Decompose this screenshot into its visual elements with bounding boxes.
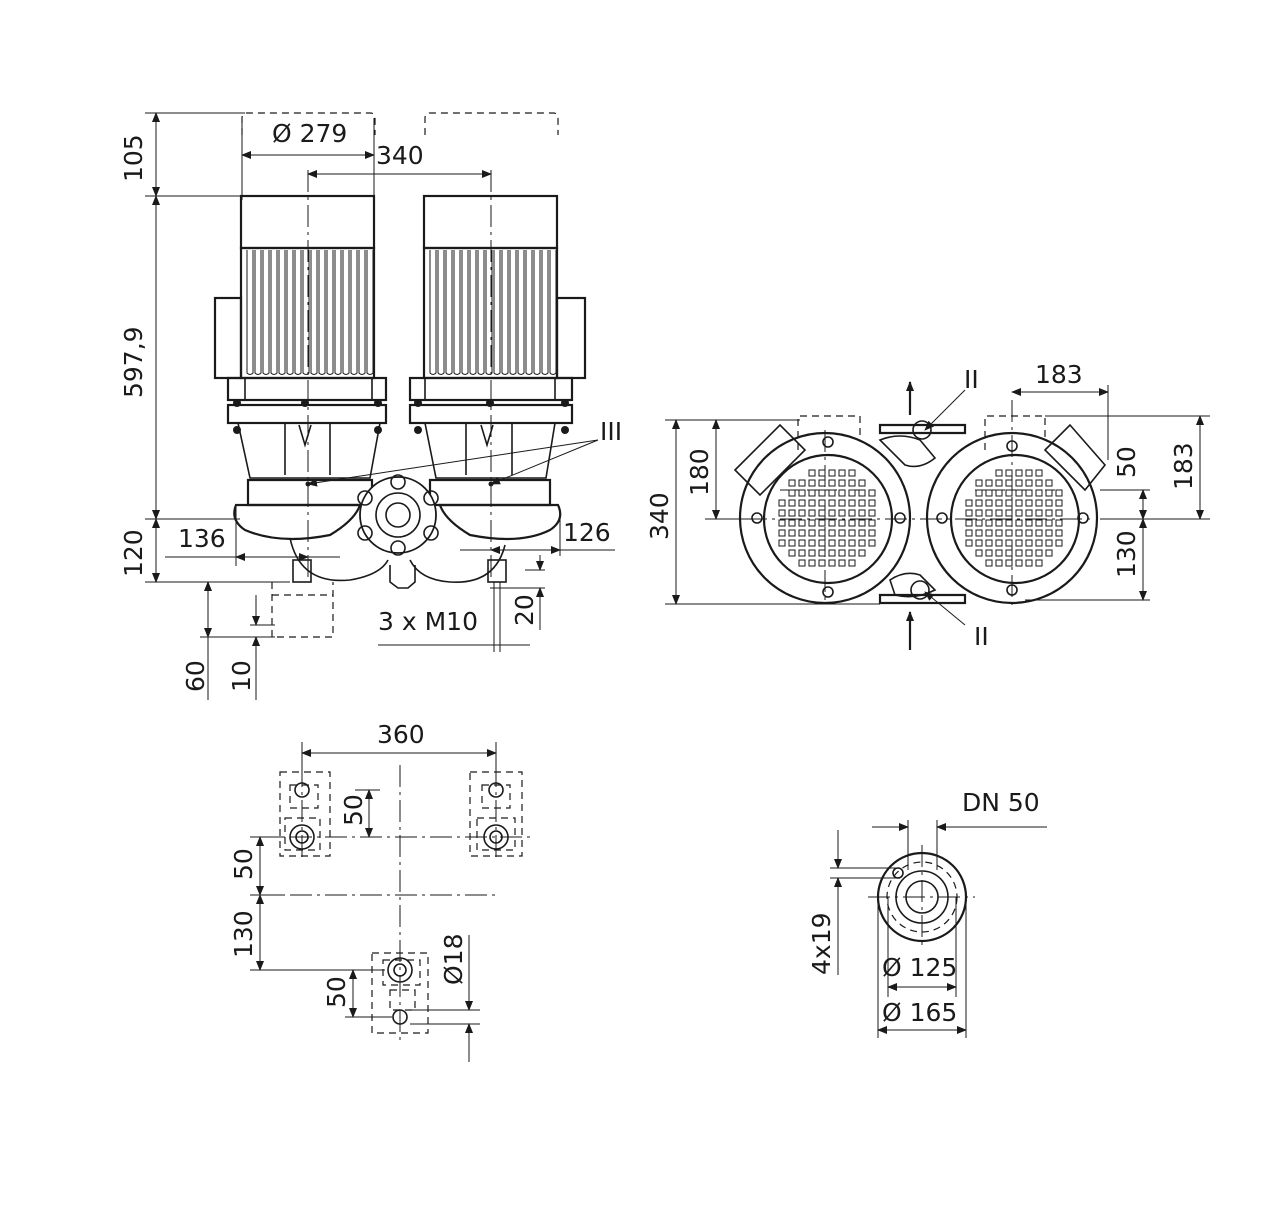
- dim-diameter-125: Ø 125: [882, 953, 957, 982]
- dim-126: 126: [563, 518, 611, 547]
- label-3xm10: 3 x M10: [378, 607, 478, 636]
- footprint-dimensions: 360 50 50 130 50 Ø18: [229, 720, 497, 1062]
- dim-50-a: 50: [339, 794, 368, 826]
- dim-130-right: 130: [1112, 530, 1141, 578]
- flange-detail: [868, 845, 975, 950]
- dim-diameter-165: Ø 165: [882, 998, 957, 1027]
- right-motor: [408, 194, 587, 402]
- flange-dimensions: DN 50 4x19 Ø 125 Ø 165: [807, 788, 1047, 1038]
- front-dimensions: Ø 279 340 105 597,9 120 136 126 60 10: [119, 112, 622, 700]
- dim-105: 105: [119, 134, 148, 182]
- footprint-view: [255, 765, 530, 1045]
- dim-136: 136: [178, 524, 226, 553]
- dim-diameter-279: Ø 279: [272, 119, 347, 148]
- dim-20: 20: [510, 594, 539, 626]
- dim-50-right: 50: [1112, 446, 1141, 478]
- top-view: [733, 381, 1107, 650]
- dim-60: 60: [181, 660, 210, 692]
- dim-183-top: 183: [1035, 360, 1083, 389]
- dim-183-right: 183: [1169, 442, 1198, 490]
- left-motor: [213, 194, 388, 402]
- label-ii-top: II: [964, 365, 979, 394]
- dim-diameter-18: Ø18: [439, 934, 468, 986]
- dim-130-b: 130: [229, 910, 258, 958]
- label-iii: III: [600, 417, 622, 446]
- top-dimensions: 340 180 183 183 50 130 II II: [645, 360, 1210, 651]
- dim-180: 180: [685, 448, 714, 496]
- dim-120: 120: [119, 529, 148, 577]
- dim-50-c: 50: [322, 976, 351, 1008]
- label-dn50: DN 50: [962, 788, 1040, 817]
- dim-340-top: 340: [376, 141, 424, 170]
- label-4x19: 4x19: [807, 912, 836, 975]
- dim-360: 360: [377, 720, 425, 749]
- dim-340-right: 340: [645, 492, 674, 540]
- front-view: [213, 112, 599, 638]
- label-ii-bottom: II: [974, 622, 989, 651]
- dim-597-9: 597,9: [119, 326, 148, 398]
- dim-10: 10: [227, 660, 256, 692]
- dim-50-b: 50: [229, 848, 258, 880]
